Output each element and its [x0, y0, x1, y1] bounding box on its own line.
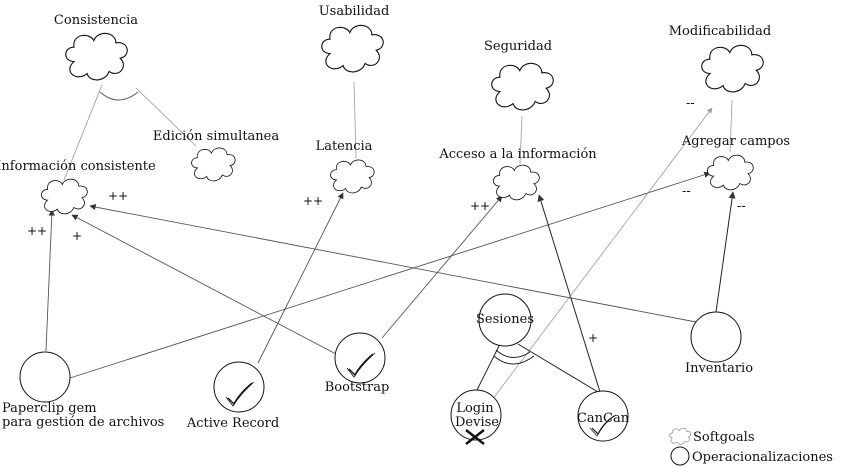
edge-bootstrap-acceso — [381, 195, 503, 339]
legend-circle-icon — [670, 446, 690, 466]
edge-cancan-acceso — [537, 194, 601, 393]
softgoal-agregar-campos: Agregar campos — [681, 134, 790, 191]
label-login: Login — [456, 401, 494, 416]
label-paperclip-2: para gestión de archivos — [2, 415, 164, 430]
label-usabilidad: Usabilidad — [319, 4, 390, 19]
mark-paperclip-agregar: -- — [682, 184, 691, 198]
legend-operacionalizaciones: Operacionalizaciones — [692, 450, 833, 465]
edge-inventario-info — [89, 203, 697, 323]
label-sesiones: Sesiones — [476, 312, 534, 327]
softgoal-latencia: Latencia — [316, 139, 375, 194]
op-active-record: Active Record — [186, 361, 279, 431]
edge-bootstrap-info — [71, 214, 337, 355]
legend: Softgoals Operacionalizaciones — [669, 427, 833, 466]
label-consistencia: Consistencia — [54, 13, 138, 28]
label-acceso-informacion: Acceso a la información — [438, 147, 597, 162]
label-informacion-consistente: Información consistente — [0, 159, 156, 174]
edge-usabilidad-latencia — [353, 81, 357, 159]
op-bootstrap: Bootstrap — [325, 332, 390, 395]
edge-modificabilidad-agregar — [729, 99, 733, 153]
and-arc-sesiones — [495, 349, 531, 358]
denied-x-icon — [465, 429, 485, 445]
satisficed-check-icon-outline — [589, 414, 617, 437]
legend-cloud-icon — [669, 427, 691, 445]
softgoal-edicion-simultanea: Edición simultanea — [153, 129, 279, 182]
softgoal-modificabilidad: Modificabilidad — [669, 24, 772, 93]
label-devise: Devise — [455, 415, 499, 430]
label-inventario: Inventario — [685, 361, 753, 376]
mark-bootstrap-acceso: ++ — [470, 199, 490, 213]
label-bootstrap: Bootstrap — [325, 380, 390, 395]
mark-cancan-acceso: + — [588, 331, 598, 345]
label-edicion-simultanea: Edición simultanea — [153, 129, 279, 144]
softgoal-usabilidad: Usabilidad — [319, 4, 390, 73]
label-agregar-campos: Agregar campos — [681, 134, 790, 149]
op-paperclip: Paperclip gem para gestión de archivos — [2, 351, 164, 430]
edge-activerecord-latencia — [257, 192, 344, 364]
mark-inventario-info: ++ — [108, 189, 128, 203]
edge-seguridad-acceso — [519, 115, 523, 165]
label-paperclip-1: Paperclip gem — [2, 401, 97, 416]
softgoal-consistencia: Consistencia — [54, 13, 138, 81]
label-active-record: Active Record — [186, 416, 279, 431]
op-inventario: Inventario — [685, 311, 753, 376]
satisficed-check-icon-outline — [346, 352, 376, 378]
softgoal-informacion-consistente: Información consistente — [0, 159, 156, 215]
mark-paperclip-info: ++ — [27, 224, 47, 238]
and-arc-consistencia — [99, 91, 139, 101]
edge-consistencia-edicion — [135, 87, 197, 147]
mark-bootstrap-info: + — [72, 229, 82, 243]
softgoal-acceso-informacion: Acceso a la información — [438, 147, 597, 201]
satisficed-check-icon-outline — [225, 381, 255, 407]
edge-paperclip-agregar — [69, 171, 711, 379]
edge-login-modificabilidad — [491, 107, 713, 401]
op-cancan: CanCan — [577, 390, 630, 442]
edge-sesiones-cancan — [517, 343, 599, 393]
edge-inventario-agregar — [715, 191, 736, 313]
label-seguridad: Seguridad — [484, 39, 552, 54]
and-arc-sesiones-outer — [493, 355, 535, 365]
legend-softgoals: Softgoals — [693, 430, 755, 445]
label-modificabilidad: Modificabilidad — [669, 24, 772, 39]
mark-inventario-agregar: -- — [737, 199, 746, 213]
op-sesiones: Sesiones — [476, 293, 534, 347]
edge-sesiones-login — [475, 343, 501, 393]
label-latencia: Latencia — [316, 139, 373, 154]
edge-paperclip-info — [45, 209, 55, 352]
label-cancan: CanCan — [577, 411, 630, 426]
mark-activerecord-latencia: ++ — [303, 194, 323, 208]
edge-consistencia-info — [63, 84, 103, 181]
softgoal-seguridad: Seguridad — [484, 39, 554, 111]
mark-login-modificabilidad: -- — [686, 96, 695, 110]
op-login-devise: Login Devise — [450, 389, 502, 445]
